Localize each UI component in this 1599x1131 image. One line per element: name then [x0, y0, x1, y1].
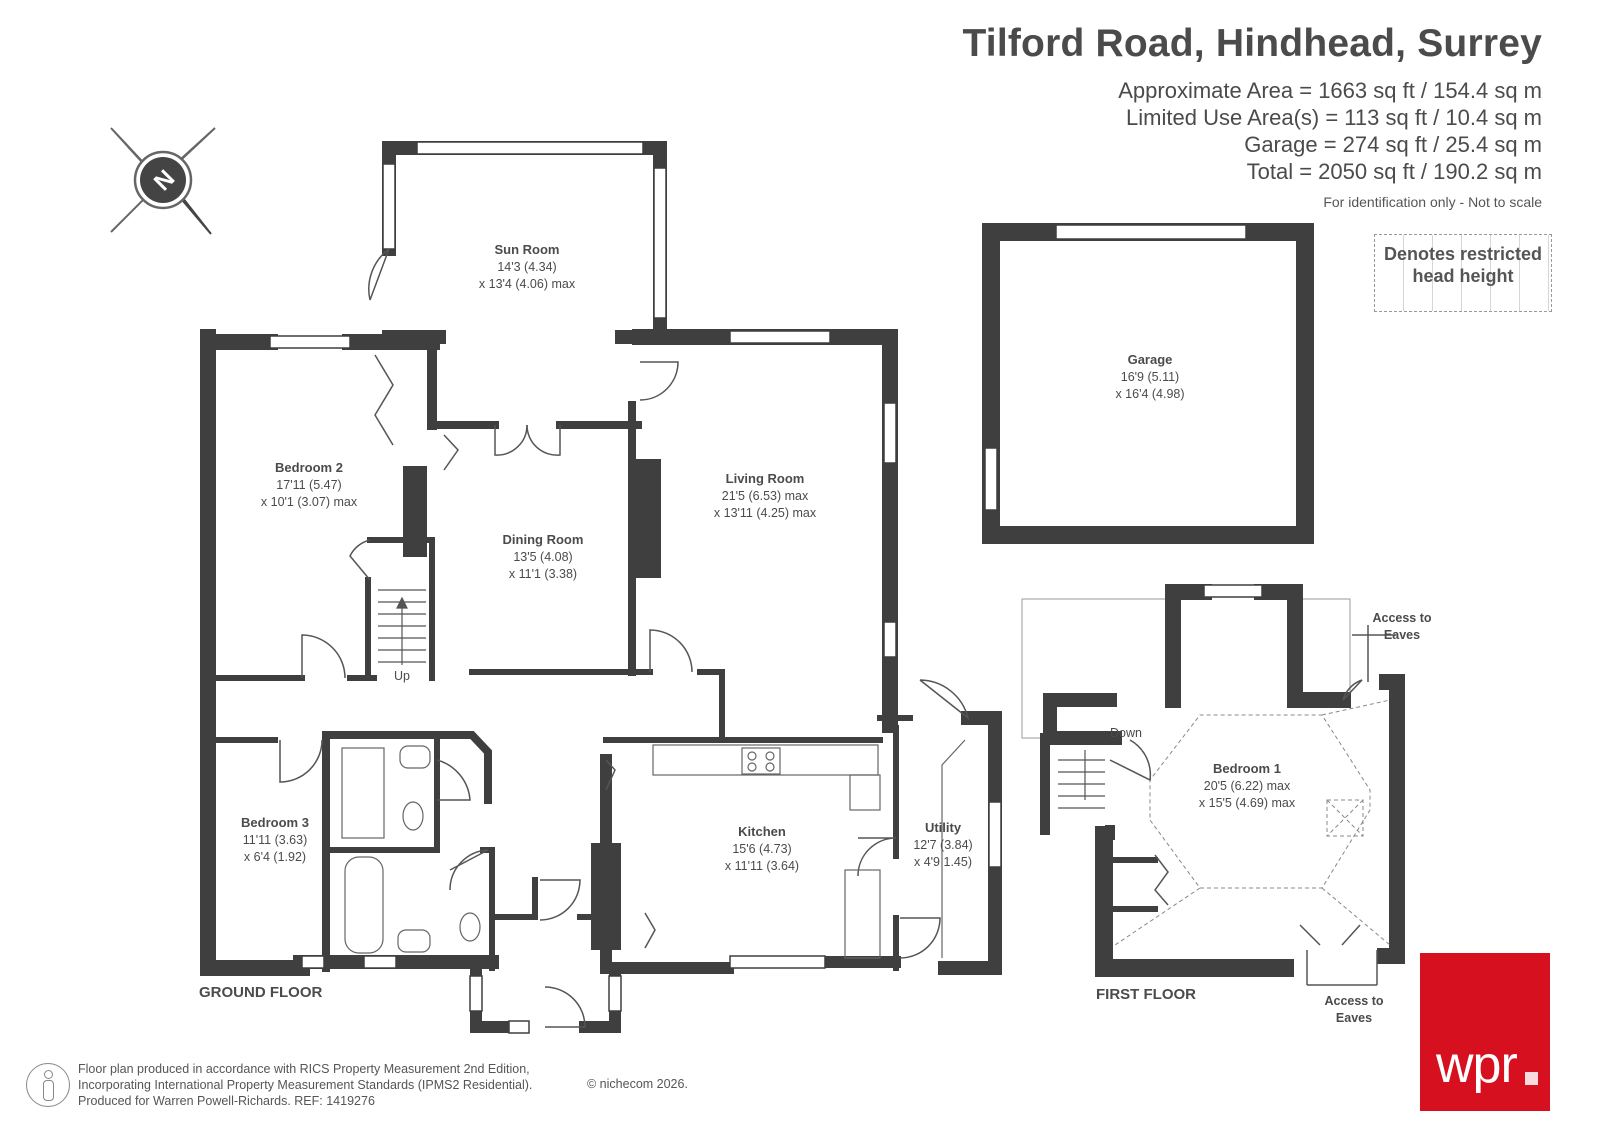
access-eaves-bottom-1: Access to	[1324, 994, 1383, 1008]
garage-name: Garage	[1128, 352, 1173, 367]
dining-room-name: Dining Room	[503, 532, 584, 547]
bedroom2-name: Bedroom 2	[275, 460, 343, 475]
first-floor-stairs	[1058, 750, 1105, 809]
garage-door	[1055, 224, 1247, 240]
copyright: © nichecom 2026.	[587, 1077, 688, 1091]
living-room-dim1: 21'5 (6.53) max	[722, 489, 809, 503]
bedroom3-name: Bedroom 3	[241, 815, 309, 830]
bedroom3-dim2: x 6'4 (1.92)	[244, 850, 306, 864]
restricted-head-height-lines	[1114, 699, 1391, 946]
ground-floor-doors	[279, 248, 970, 1028]
sink-icon-2	[397, 929, 431, 953]
bedroom2-dim1: 17'11 (5.47)	[276, 478, 341, 492]
dining-room-dim1: 13'5 (4.08)	[513, 550, 572, 564]
living-room-name: Living Room	[726, 471, 805, 486]
first-floor-doors	[1109, 625, 1396, 986]
sun-room-dim2: x 13'4 (4.06) max	[479, 277, 576, 291]
sink-icon	[399, 745, 431, 769]
access-eaves-top-1: Access to	[1372, 611, 1431, 625]
garage-dim1: 16'9 (5.11)	[1121, 370, 1179, 384]
scale-note: For identification only - Not to scale	[1323, 194, 1542, 210]
garage-window	[984, 447, 998, 511]
first-floor-walls	[1040, 584, 1405, 977]
ground-floor-label: GROUND FLOOR	[199, 984, 323, 1001]
bedroom1-name: Bedroom 1	[1213, 761, 1281, 776]
ground-floor-windows	[269, 141, 1002, 1034]
toilet-icon-2	[459, 912, 481, 942]
sun-room-dim1: 14'3 (4.34)	[497, 260, 556, 274]
footer-line-1: Floor plan produced in accordance with R…	[78, 1062, 530, 1076]
living-room-dim2: x 13'11 (4.25) max	[714, 506, 817, 520]
area-total: Total = 2050 sq ft / 190.2 sq m	[1246, 159, 1542, 184]
footer-line-2: Incorporating International Property Mea…	[78, 1078, 533, 1092]
bedroom1-dim1: 20'5 (6.22) max	[1204, 779, 1291, 793]
toilet-icon	[402, 801, 424, 831]
utility-dim1: 12'7 (3.84)	[913, 838, 972, 852]
hob-icon	[741, 747, 781, 775]
legend-line-2: head height	[1412, 266, 1514, 286]
first-floor-window	[1203, 584, 1263, 598]
area-approximate: Approximate Area = 1663 sq ft / 154.4 sq…	[1118, 78, 1542, 103]
dining-room-dim2: x 11'1 (3.38)	[509, 567, 577, 581]
restricted-height-legend: Denotes restricted head height	[1374, 234, 1552, 312]
logo-text: wpr	[1436, 1036, 1518, 1094]
wpr-logo: wpr	[1420, 953, 1550, 1111]
kitchen-sink-icon	[849, 774, 881, 811]
stairs-up-label: Up	[394, 669, 410, 683]
legend-line-1: Denotes restricted	[1383, 244, 1543, 264]
access-eaves-bottom-2: Eaves	[1336, 1011, 1372, 1025]
bedroom3-dim1: 11'11 (3.63)	[243, 833, 307, 847]
footer-notes: Floor plan produced in accordance with R…	[78, 1061, 532, 1109]
kitchen-dim2: x 11'11 (3.64)	[725, 859, 799, 873]
sun-room-name: Sun Room	[495, 242, 560, 257]
person-icon	[26, 1063, 70, 1107]
compass-icon: N	[110, 127, 216, 235]
shower-icon	[341, 747, 385, 839]
area-limited-use: Limited Use Area(s) = 113 sq ft / 10.4 s…	[1126, 105, 1542, 130]
room-labels: Sun Room 14'3 (4.34) x 13'4 (4.06) max B…	[241, 242, 1432, 1025]
fixtures	[341, 739, 966, 959]
access-eaves-top-2: Eaves	[1384, 628, 1420, 642]
ground-stairs	[378, 589, 426, 665]
kitchen-name: Kitchen	[738, 824, 786, 839]
first-floor-label: FIRST FLOOR	[1096, 986, 1196, 1003]
bath-icon	[344, 856, 384, 954]
stairs-down-label: Down	[1110, 726, 1142, 740]
ground-floor-walls	[200, 141, 1002, 1033]
kitchen-dim1: 15'6 (4.73)	[732, 842, 791, 856]
logo-dot	[1525, 1072, 1538, 1085]
garage-dim2: x 16'4 (4.98)	[1115, 387, 1184, 401]
bedroom1-dim2: x 15'5 (4.69) max	[1199, 796, 1296, 810]
utility-dim2: x 4'9 1.45)	[914, 855, 972, 869]
footer-line-3: Produced for Warren Powell-Richards. REF…	[78, 1094, 375, 1108]
bedroom2-dim2: x 10'1 (3.07) max	[261, 495, 358, 509]
property-title: Tilford Road, Hindhead, Surrey	[962, 22, 1542, 65]
utility-name: Utility	[925, 820, 962, 835]
area-garage: Garage = 274 sq ft / 25.4 sq m	[1244, 132, 1542, 157]
